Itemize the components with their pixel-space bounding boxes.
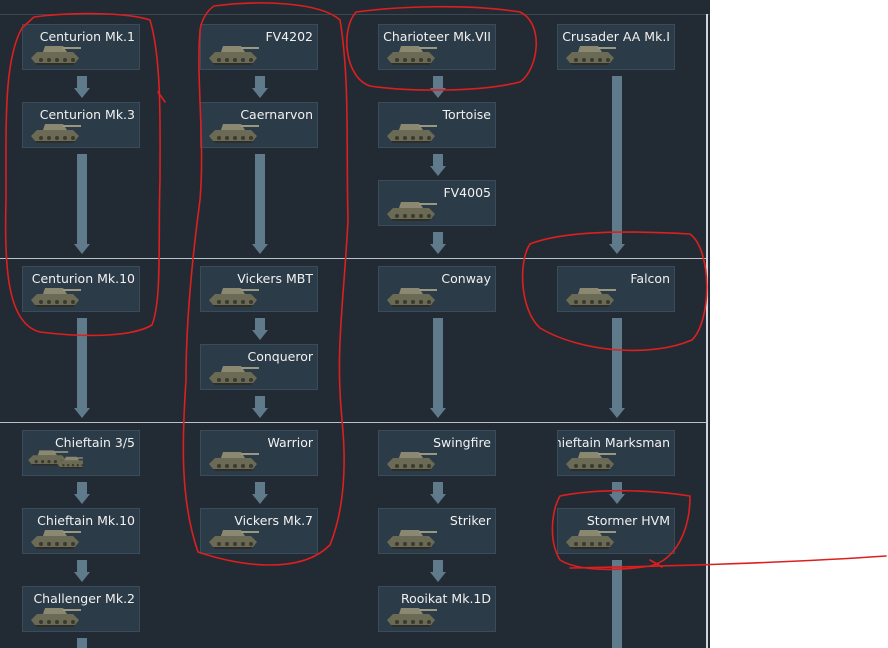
progression-arrow <box>72 76 92 98</box>
vehicle-card-stormer-hvm[interactable]: Stormer HVM <box>557 508 675 554</box>
rank-separator <box>0 258 706 259</box>
progression-arrow <box>607 318 627 418</box>
progression-arrow <box>428 154 448 176</box>
tank-icon <box>387 124 437 143</box>
vehicle-card-conway[interactable]: Conway <box>378 266 496 312</box>
vehicle-card-swingfire[interactable]: Swingfire <box>378 430 496 476</box>
vehicle-card-centurion-mk10[interactable]: Centurion Mk.10 <box>22 266 140 312</box>
progression-arrow <box>72 154 92 254</box>
progression-arrow <box>250 482 270 504</box>
vehicle-name: Falcon <box>630 271 670 286</box>
vehicle-name: Tortoise <box>442 107 491 122</box>
vehicle-name: Chieftain 3/5 <box>54 435 135 450</box>
progression-arrow <box>607 76 627 254</box>
vehicle-name: Stormer HVM <box>586 513 670 528</box>
vehicle-card-warrior[interactable]: Warrior <box>200 430 318 476</box>
vehicle-card-chieftain-mk10[interactable]: Chieftain Mk.10 <box>22 508 140 554</box>
tree-right-border <box>706 14 708 648</box>
progression-arrow <box>428 318 448 418</box>
progression-arrow <box>428 76 448 98</box>
vehicle-name: Centurion Mk.1 <box>39 29 135 44</box>
vehicle-name: Striker <box>449 513 491 528</box>
vehicle-name: Centurion Mk.3 <box>39 107 135 122</box>
vehicle-card-falcon[interactable]: Falcon <box>557 266 675 312</box>
vehicle-card-centurion-mk1[interactable]: Centurion Mk.1 <box>22 24 140 70</box>
progression-arrow <box>72 560 92 582</box>
vehicle-card-vickers-mbt[interactable]: Vickers MBT <box>200 266 318 312</box>
vehicle-name: FV4005 <box>443 185 491 200</box>
vehicle-name: Centurion Mk.10 <box>31 271 135 286</box>
vehicle-card-fv4005[interactable]: FV4005 <box>378 180 496 226</box>
vehicle-name: Rooikat Mk.1D <box>400 591 491 606</box>
vehicle-name: Chieftain Mk.10 <box>37 513 135 528</box>
tank-icon <box>209 46 259 65</box>
vehicle-card-chieftain-marksman[interactable]: Chieftain Marksman <box>557 430 675 476</box>
progression-line <box>607 560 627 648</box>
tank-icon <box>387 202 437 221</box>
vehicle-name: Vickers Mk.7 <box>234 513 313 528</box>
progression-arrow <box>72 482 92 504</box>
vehicle-name: Challenger Mk.2 <box>33 591 135 606</box>
vehicle-card-tortoise[interactable]: Tortoise <box>378 102 496 148</box>
vehicle-card-striker[interactable]: Striker <box>378 508 496 554</box>
progression-arrow <box>607 482 627 504</box>
vehicle-card-vickers-mk7[interactable]: Vickers Mk.7 <box>200 508 318 554</box>
vehicle-name: Conqueror <box>247 349 314 364</box>
vehicle-name: Conway <box>441 271 491 286</box>
progression-arrow <box>428 560 448 582</box>
vehicle-card-crusader-aa-mk1[interactable]: Crusader AA Mk.I <box>557 24 675 70</box>
vehicle-card-chieftain-3-5[interactable]: Chieftain 3/5 <box>22 430 140 476</box>
vehicle-name: Chieftain Marksman <box>557 435 670 450</box>
vehicle-name: Caernarvon <box>240 107 313 122</box>
tech-tree-panel: Centurion Mk.1 Centurion Mk.3 Centurion … <box>0 0 710 648</box>
progression-arrow <box>250 76 270 98</box>
progression-line <box>72 638 92 648</box>
vehicle-name: Swingfire <box>433 435 491 450</box>
vehicle-name: Vickers MBT <box>237 271 313 286</box>
tank-icon <box>209 452 259 471</box>
vehicle-card-charioteer-mk7[interactable]: Charioteer Mk.VII <box>378 24 496 70</box>
vehicle-card-challenger-mk2[interactable]: Challenger Mk.2 <box>22 586 140 632</box>
progression-arrow <box>250 318 270 340</box>
progression-arrow <box>250 154 270 254</box>
rank-separator <box>0 422 706 423</box>
vehicle-card-centurion-mk3[interactable]: Centurion Mk.3 <box>22 102 140 148</box>
tree-top-border <box>0 14 710 15</box>
vehicle-card-conqueror[interactable]: Conqueror <box>200 344 318 390</box>
tank-icon <box>387 452 437 471</box>
vehicle-card-caernarvon[interactable]: Caernarvon <box>200 102 318 148</box>
vehicle-name: Charioteer Mk.VII <box>383 29 491 44</box>
vehicle-name: Warrior <box>267 435 313 450</box>
progression-arrow <box>428 482 448 504</box>
progression-arrow <box>250 396 270 418</box>
tank-icon <box>566 288 616 307</box>
progression-arrow <box>72 318 92 418</box>
vehicle-card-fv4202[interactable]: FV4202 <box>200 24 318 70</box>
vehicle-card-rooikat-mk1d[interactable]: Rooikat Mk.1D <box>378 586 496 632</box>
progression-arrow <box>428 232 448 254</box>
tank-icon <box>387 530 437 549</box>
vehicle-name: Crusader AA Mk.I <box>562 29 670 44</box>
tank-icon <box>387 288 437 307</box>
vehicle-name: FV4202 <box>265 29 313 44</box>
